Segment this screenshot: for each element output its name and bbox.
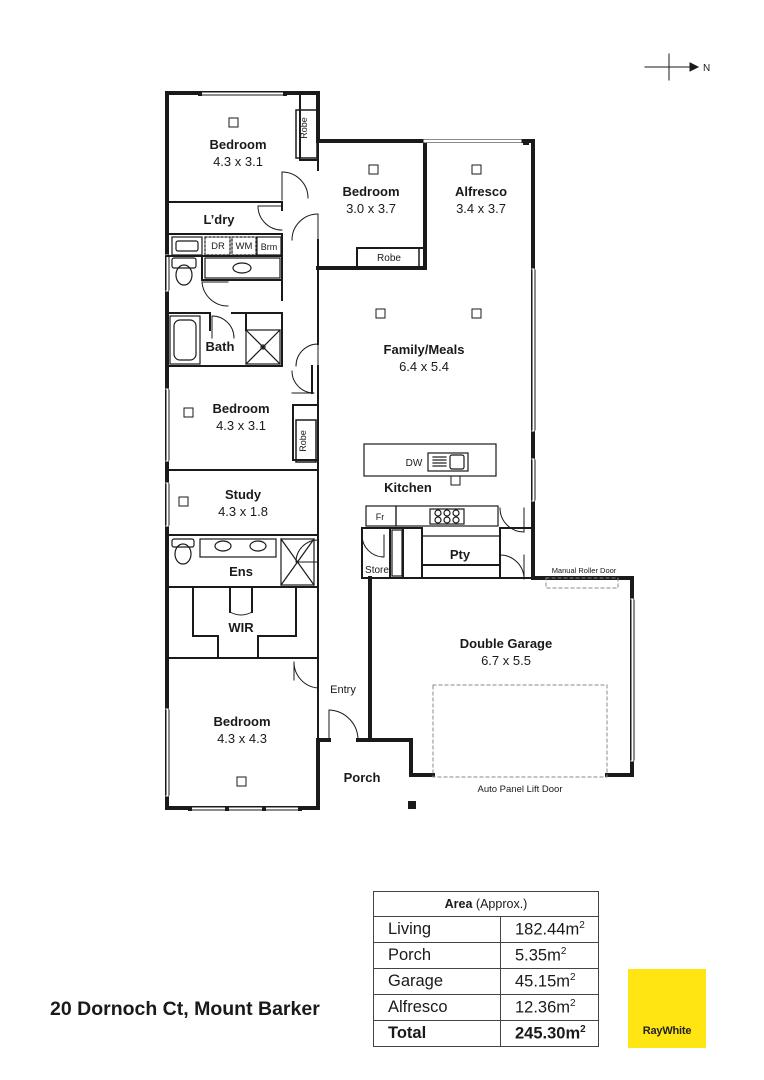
area-unit-sup: 2 xyxy=(580,1023,586,1035)
dishwasher-label: DW xyxy=(406,458,423,469)
table-row: Alfresco 12.36m2 xyxy=(373,994,599,1021)
exterior-walls xyxy=(165,91,634,810)
area-unit-sup: 2 xyxy=(570,971,576,983)
area-row-name: Living xyxy=(373,916,501,943)
area-header-bold: Area xyxy=(444,897,473,911)
room-study-name: Study xyxy=(225,487,262,502)
area-unit-sup: 2 xyxy=(560,945,567,957)
area-unit-sup: 2 xyxy=(579,919,585,931)
room-study-size: 4.3 x 1.8 xyxy=(218,504,268,519)
area-table: Area (Approx.) Living 182.44m2 Porch 5.3… xyxy=(373,891,599,1047)
room-laundry-name: L’dry xyxy=(203,212,235,227)
robe-label-bedroom-3: Robe xyxy=(298,430,308,452)
room-alfresco-size: 3.4 x 3.7 xyxy=(456,201,506,216)
robe-label-bedroom-1: Robe xyxy=(299,117,309,139)
room-pantry-name: Pty xyxy=(450,547,471,562)
room-bedroom-1-size: 4.3 x 3.1 xyxy=(213,154,263,169)
area-table-header: Area (Approx.) xyxy=(373,891,599,917)
property-address: 20 Dornoch Ct, Mount Barker xyxy=(50,998,320,1020)
area-row-value: 182.44m xyxy=(515,920,580,939)
area-total-row: Total 245.30m2 xyxy=(373,1020,599,1047)
robes xyxy=(295,109,420,463)
room-entry-name: Entry xyxy=(330,684,356,696)
room-alfresco-name: Alfresco xyxy=(455,184,507,199)
area-row-name: Alfresco xyxy=(373,994,501,1021)
north-label: N xyxy=(703,63,710,74)
kitchen-joinery xyxy=(363,443,501,577)
window-lines xyxy=(165,91,635,811)
room-bedroom-2-name: Bedroom xyxy=(342,184,399,199)
room-wir-name: WIR xyxy=(228,620,254,635)
room-bedroom-4-size: 4.3 x 4.3 xyxy=(217,731,267,746)
compass-arrow xyxy=(644,53,700,81)
bath-fixtures xyxy=(169,315,281,365)
room-bedroom-2-size: 3.0 x 3.7 xyxy=(346,201,396,216)
area-row-value: 5.35m xyxy=(515,946,561,965)
table-row: Porch 5.35m2 xyxy=(373,942,599,969)
roller-door-label: Manual Roller Door xyxy=(552,566,617,575)
room-ensuite-name: Ens xyxy=(229,564,253,579)
table-row: Garage 45.15m2 xyxy=(373,968,599,995)
room-kitchen-name: Kitchen xyxy=(384,480,432,495)
room-bedroom-3-name: Bedroom xyxy=(212,401,269,416)
room-bedroom-3-size: 4.3 x 3.1 xyxy=(216,418,266,433)
room-porch-name: Porch xyxy=(344,770,381,785)
window-gaps xyxy=(165,91,634,810)
area-header-rest: (Approx.) xyxy=(472,897,528,911)
table-row: Living 182.44m2 xyxy=(373,916,599,943)
room-bath-name: Bath xyxy=(206,339,235,354)
fridge-label: Fr xyxy=(376,512,385,522)
room-bedroom-4-name: Bedroom xyxy=(213,714,270,729)
area-total-value: 245.30m xyxy=(515,1024,581,1043)
robe-label-bedroom-2: Robe xyxy=(377,253,401,264)
washer-label: WM xyxy=(236,241,253,252)
area-row-value: 12.36m xyxy=(515,998,571,1017)
lift-door-label: Auto Panel Lift Door xyxy=(477,784,562,795)
laundry-cabinets xyxy=(171,236,282,286)
room-bedroom-1-name: Bedroom xyxy=(209,137,266,152)
area-row-name: Porch xyxy=(373,942,501,969)
dryer-label: DR xyxy=(211,241,225,252)
logo-text: RayWhite xyxy=(642,1025,692,1037)
room-garage-name: Double Garage xyxy=(460,636,552,651)
area-row-name: Garage xyxy=(373,968,501,995)
room-garage-size: 6.7 x 5.5 xyxy=(481,653,531,668)
room-family-name: Family/Meals xyxy=(384,342,465,357)
room-family-size: 6.4 x 5.4 xyxy=(399,359,449,374)
area-total-name: Total xyxy=(373,1020,501,1047)
window-mullions xyxy=(188,91,529,811)
broom-cupboard-label: Brm xyxy=(261,242,278,252)
garage-outline xyxy=(432,577,619,778)
interior-walls xyxy=(166,92,534,741)
raywhite-logo: RayWhite xyxy=(628,969,706,1048)
ensuite-fixtures xyxy=(171,538,315,586)
room-store-name: Store xyxy=(365,565,389,576)
doors xyxy=(201,171,525,741)
area-unit-sup: 2 xyxy=(570,997,576,1009)
area-row-value: 45.15m xyxy=(515,972,571,991)
light-markers xyxy=(178,117,482,787)
